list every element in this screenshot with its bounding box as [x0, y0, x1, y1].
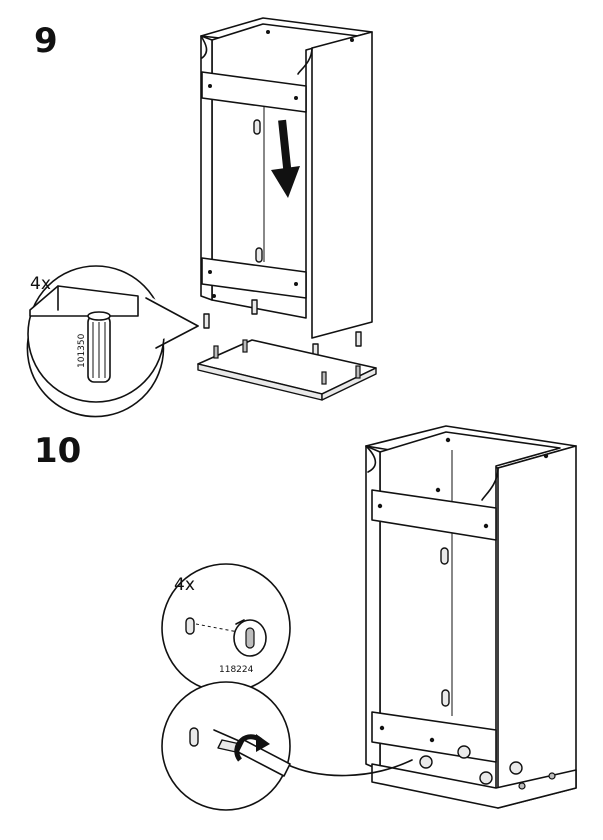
step-9-part-callout	[26, 265, 199, 418]
step-10-number: 10	[34, 431, 82, 471]
cam-slot	[440, 547, 449, 565]
wooden-dowel-icon	[87, 311, 111, 383]
right-side-panel	[497, 445, 577, 809]
cam-slot	[441, 689, 450, 707]
step-9-cabinet	[200, 17, 373, 359]
step-9-number: 9	[34, 21, 58, 61]
base-board	[371, 763, 577, 809]
step-10-part-quantity: 4x	[174, 575, 195, 595]
top-rail	[201, 71, 307, 113]
rotate-clockwise-icon	[234, 734, 270, 762]
bottom-rail	[201, 257, 307, 299]
step-10-part-code: 118224	[219, 665, 254, 675]
cam-slot	[253, 119, 261, 135]
cam-slot	[255, 247, 263, 263]
base-board	[197, 339, 377, 401]
step-10-cabinet	[365, 425, 577, 809]
dowel-icon	[203, 299, 362, 359]
step-9-part-code: 101350	[77, 333, 87, 368]
right-side-panel	[311, 31, 373, 339]
cam-lock-icon	[419, 745, 556, 790]
left-side-panel	[200, 35, 213, 301]
cam-lock-icon	[233, 619, 267, 657]
step-9-part-quantity: 4x	[30, 274, 51, 294]
step-10-part-callout	[161, 563, 291, 693]
arrow-down-icon	[271, 119, 300, 198]
top-rail	[371, 489, 497, 541]
step-10-detail-callout	[161, 681, 413, 811]
